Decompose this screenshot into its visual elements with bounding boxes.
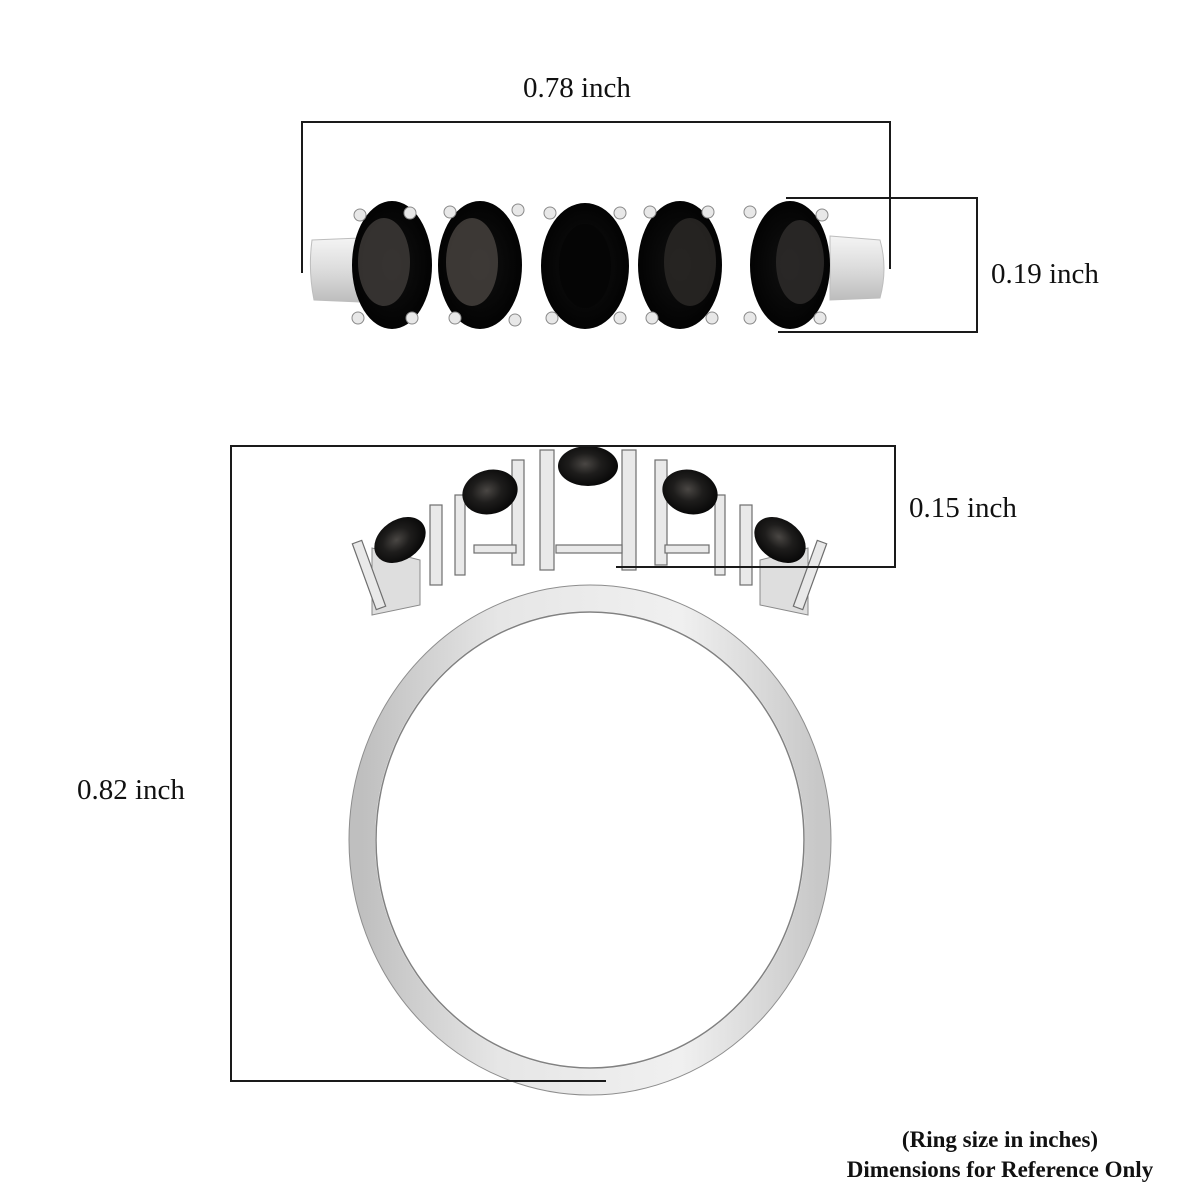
reference-note: (Ring size in inches) Dimensions for Ref… bbox=[800, 1125, 1200, 1185]
bracket-top-width-top bbox=[301, 121, 891, 123]
stone-1 bbox=[352, 201, 432, 329]
stone-5 bbox=[750, 201, 830, 329]
side-view bbox=[348, 446, 832, 1096]
bracket-top-width-left bbox=[301, 121, 303, 273]
stone-2 bbox=[438, 201, 522, 329]
bracket-top-height-bottom bbox=[778, 331, 978, 333]
bracket-gallery-bottom bbox=[616, 566, 896, 568]
reference-note-line2: Dimensions for Reference Only bbox=[846, 1156, 1154, 1182]
stone-3 bbox=[541, 203, 629, 329]
stone-4 bbox=[638, 201, 722, 329]
top-view bbox=[309, 201, 885, 329]
label-top-height: 0.19 inch bbox=[991, 258, 1099, 290]
label-ring-height: 0.82 inch bbox=[77, 774, 185, 806]
reference-note-line1: (Ring size in inches) bbox=[901, 1127, 1099, 1152]
bracket-ring-bottom bbox=[230, 1080, 606, 1082]
bracket-ring-left bbox=[230, 445, 232, 1082]
bracket-top-height-top bbox=[786, 197, 978, 199]
bracket-top-height-right bbox=[976, 197, 978, 332]
label-gallery-height: 0.15 inch bbox=[909, 492, 1017, 524]
label-top-width: 0.78 inch bbox=[523, 72, 631, 104]
bracket-top-width-right bbox=[889, 121, 891, 269]
bracket-gallery-top bbox=[230, 445, 896, 447]
bracket-gallery-right bbox=[894, 445, 896, 568]
